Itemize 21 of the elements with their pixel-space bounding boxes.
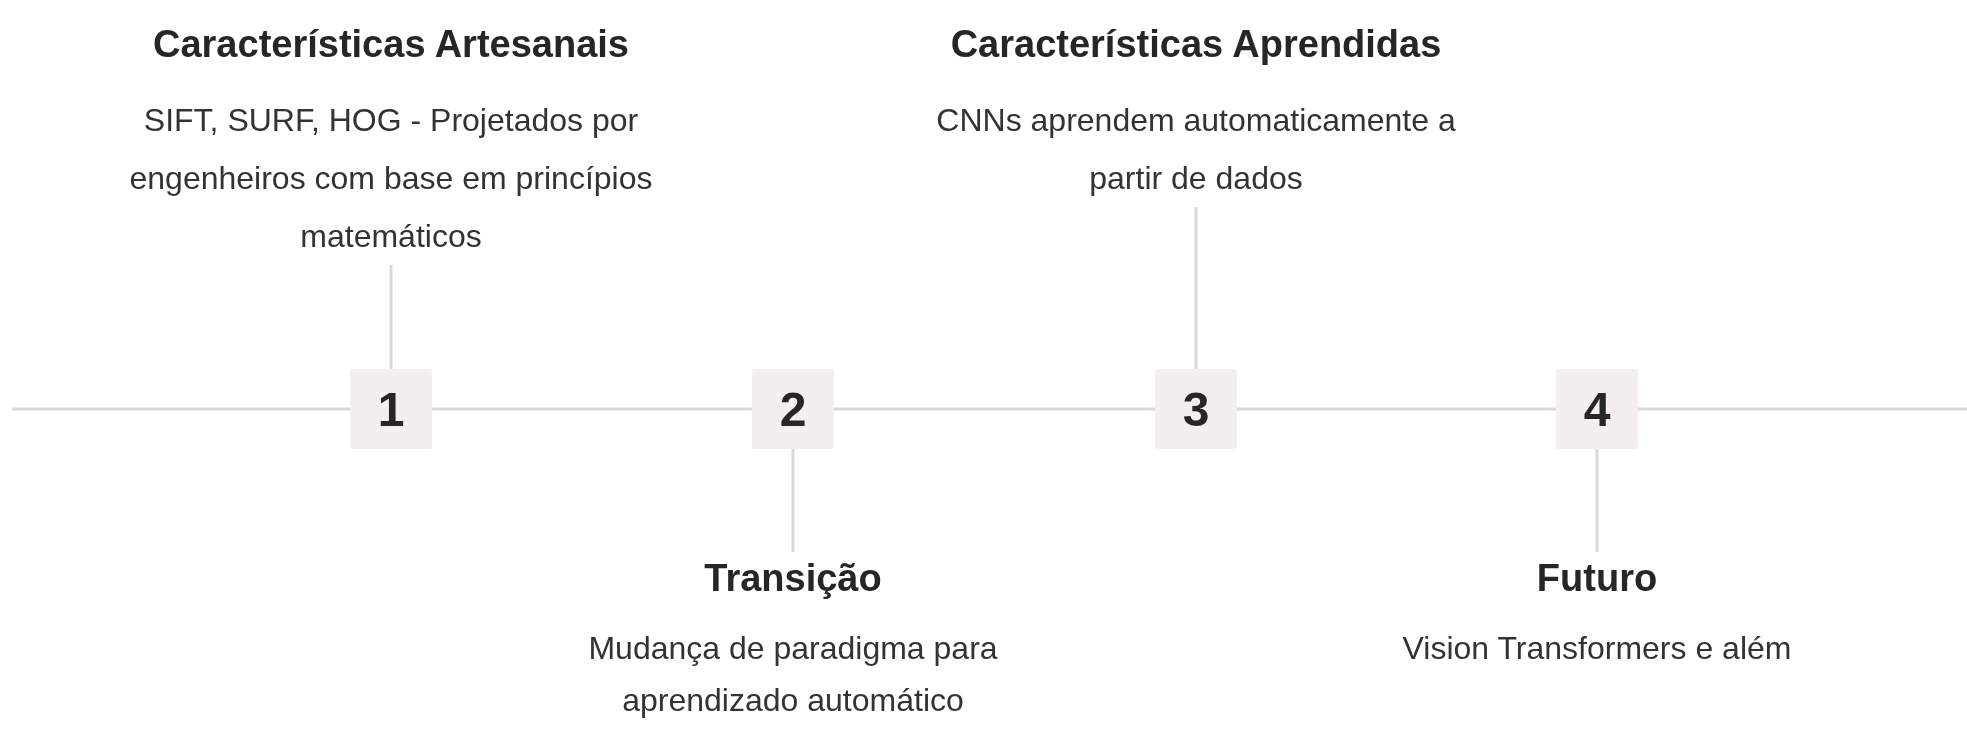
- timeline-description: SIFT, SURF, HOG - Projetados por engenheiros com base em princípios matemáticos: [128, 101, 654, 256]
- connector-line: [1194, 207, 1198, 369]
- connector-line: [12, 407, 350, 411]
- connector-line: [1595, 449, 1599, 552]
- connector-line: [432, 407, 752, 411]
- step-number-box: 2: [752, 369, 834, 449]
- connector-line: [1638, 407, 1967, 411]
- step-number-box: 4: [1556, 369, 1638, 449]
- timeline-description: Vision Transformers e além: [1402, 629, 1792, 668]
- connector-line: [834, 407, 1155, 411]
- connector-line: [1237, 407, 1556, 411]
- step-number-box: 1: [350, 369, 432, 449]
- timeline-heading: Características Artesanais: [153, 22, 629, 67]
- connector-line: [389, 265, 393, 369]
- timeline-heading: Transição: [704, 556, 882, 601]
- timeline-description: CNNs aprendem automaticamente a partir de dados: [935, 101, 1457, 198]
- timeline-description: Mudança de paradigma para aprendizado automático: [587, 629, 999, 720]
- connector-line: [791, 449, 795, 552]
- timeline-heading: Características Aprendidas: [950, 22, 1442, 67]
- timeline-heading: Futuro: [1536, 556, 1658, 601]
- step-number-box: 3: [1155, 369, 1237, 449]
